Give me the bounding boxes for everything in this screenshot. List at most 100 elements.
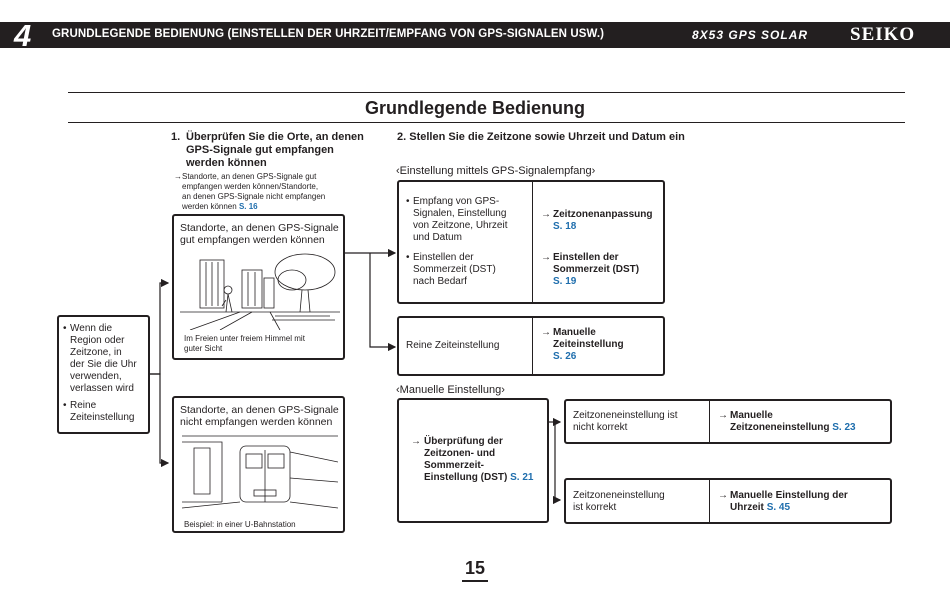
section-title: GRUNDLEGENDE BEDIENUNG (EINSTELLEN DER U… — [52, 28, 605, 40]
zone-correct-text: Zeitzoneneinstellung ist korrekt — [573, 490, 665, 514]
gps-item-line: Empfang von GPS- — [413, 196, 500, 207]
subway-station-illustration — [182, 435, 338, 509]
note-line: Standorte, an denen GPS-Signale gut — [182, 172, 317, 181]
gps-item-line: Signalen, Einstellung — [413, 208, 507, 219]
page-number-underline — [462, 580, 488, 582]
page-link[interactable]: S. 16 — [238, 202, 258, 211]
start-item-line: der Sie die Uhr — [70, 359, 137, 370]
gps-item-line: nach Bedarf — [413, 276, 467, 287]
bad-reception-title: Standorte, an denen GPS-Signale nicht em… — [180, 404, 339, 428]
start-item-line: Reine — [70, 400, 97, 411]
target-label: Zeiteinstellung — [553, 339, 624, 350]
step1-number: 1. — [171, 131, 181, 143]
gps-item-line: von Zeitzone, Uhrzeit — [413, 220, 508, 231]
chapter-number: 4 — [14, 18, 32, 53]
brand-logo: SEIKO — [850, 24, 916, 45]
manual-section-label: ‹Manuelle Einstellung› — [396, 384, 505, 396]
header-bar: 4 GRUNDLEGENDE BEDIENUNG (EINSTELLEN DER… — [0, 18, 950, 53]
caption-line: guter Sicht — [184, 344, 223, 353]
page-number: 15 — [464, 558, 486, 578]
note-line: empfangen werden können/Standorte, — [182, 182, 319, 191]
text-line: Zeitzoneneinstellung ist — [573, 410, 678, 421]
box-divider — [532, 318, 533, 374]
start-item: Reine Zeiteinstellung — [63, 400, 144, 424]
arrow-right-icon: → — [541, 252, 551, 263]
target-label: Zeitzoneneinstellung — [730, 422, 830, 433]
page-title: Grundlegende Bedienung — [364, 98, 585, 118]
step1-heading-line: werden können — [186, 157, 267, 169]
arrow-right-icon: → — [541, 209, 551, 220]
start-item-line: Region oder — [70, 335, 125, 346]
manual-section-label-text: Manuelle Einstellung — [399, 384, 502, 396]
start-item-line: Wenn die — [70, 323, 113, 334]
gps-item-reception: Empfang von GPS- Signalen, Einstellung v… — [406, 196, 535, 244]
step1-heading: 1. Überprüfen Sie die Orte, an denen GPS… — [171, 131, 371, 170]
arrow-right-icon: → — [174, 172, 182, 181]
page-link[interactable]: S. 23 — [832, 422, 856, 433]
title-line: nicht empfangen werden können — [180, 416, 333, 428]
text-line: Zeitzoneneinstellung — [573, 490, 665, 501]
box-divider — [709, 480, 710, 522]
page-link[interactable]: S. 26 — [553, 351, 577, 362]
title-rule-top — [68, 92, 905, 93]
good-reception-box: Standorte, an denen GPS-Signale gut empf… — [172, 214, 345, 360]
target-check-zone-dst[interactable]: → Überprüfung der Zeitzonen- und Sommerz… — [411, 436, 533, 484]
page-link[interactable]: S. 18 — [553, 221, 577, 232]
step2-heading-text: Stellen Sie die Zeitzone sowie Uhrzeit u… — [409, 131, 685, 143]
title-line: Standorte, an denen GPS-Signale — [180, 222, 339, 234]
gps-setting-box: Empfang von GPS- Signalen, Einstellung v… — [397, 180, 665, 304]
target-label: Sommerzeit- — [424, 460, 485, 471]
gps-item-line: Sommerzeit (DST) — [413, 264, 496, 275]
bad-reception-caption: Beispiel: in einer U-Bahnstation — [184, 520, 296, 529]
target-dst-setting[interactable]: → Einstellen der Sommerzeit (DST) S. 19 — [541, 252, 639, 288]
page-link[interactable]: S. 21 — [510, 472, 534, 483]
gps-section-label-text: Einstellung mittels GPS-Signalempfang — [399, 165, 592, 177]
start-item-line: verlassen wird — [70, 383, 134, 394]
target-label: Zeitzonen- und — [424, 448, 496, 459]
target-manual-time[interactable]: → Manuelle Zeiteinstellung S. 26 — [541, 327, 624, 363]
manual-check-box: → Überprüfung der Zeitzonen- und Sommerz… — [397, 398, 549, 523]
target-manual-zone[interactable]: → Manuelle Zeitzoneneinstellung S. 23 — [718, 410, 856, 434]
target-label: Einstellung (DST) — [424, 472, 508, 483]
page-link[interactable]: S. 45 — [766, 502, 791, 513]
step1-heading-line: Überprüfen Sie die Orte, an denen — [186, 131, 364, 143]
step2-heading: 2. Stellen Sie die Zeitzone sowie Uhrzei… — [397, 131, 685, 144]
step2-number: 2. — [397, 131, 407, 143]
caption-line: Im Freien unter freiem Himmel mit — [184, 334, 305, 343]
gps-item-line: und Datum — [413, 232, 462, 243]
arrow-right-icon: → — [541, 327, 551, 338]
zone-incorrect-text: Zeitzoneneinstellung ist nicht korrekt — [573, 410, 678, 434]
gps-section-label: ‹Einstellung mittels GPS-Signalempfang› — [396, 165, 596, 177]
target-label: Einstellen der — [553, 252, 619, 263]
zone-incorrect-box: Zeitzoneneinstellung ist nicht korrekt →… — [564, 399, 892, 444]
start-item-line: verwenden, — [70, 371, 122, 382]
gps-item-dst: Einstellen der Sommerzeit (DST) nach Bed… — [406, 252, 535, 288]
note-line: werden können — [182, 202, 237, 211]
text-line: ist korrekt — [573, 502, 617, 513]
arrow-right-icon: → — [718, 410, 728, 421]
target-time-zone-adjust[interactable]: → Zeitzonenanpassung S. 18 — [541, 209, 652, 233]
target-label: Sommerzeit (DST) — [553, 264, 640, 275]
title-rule-bottom — [68, 122, 905, 123]
start-box: Wenn die Region oder Zeitzone, in der Si… — [57, 315, 150, 434]
page-link[interactable]: S. 19 — [553, 276, 577, 287]
arrow-right-icon: → — [411, 436, 421, 447]
arrow-right-icon: → — [718, 490, 728, 501]
step1-heading-line: GPS-Signale gut empfangen — [186, 144, 334, 156]
good-reception-caption: Im Freien unter freiem Himmel mit guter … — [184, 334, 305, 354]
start-item-line: Zeitzone, in — [70, 347, 122, 358]
target-label: Uhrzeit — [730, 502, 764, 513]
outdoor-city-illustration — [180, 253, 340, 330]
zone-correct-box: Zeitzoneneinstellung ist korrekt → Manue… — [564, 478, 892, 524]
time-only-box: Reine Zeiteinstellung → Manuelle Zeitein… — [397, 316, 665, 376]
target-manual-time-setting[interactable]: → Manuelle Einstellung der Uhrzeit S. 45 — [718, 490, 848, 514]
model-name: 8X53 GPS SOLAR — [692, 28, 809, 42]
start-item: Wenn die Region oder Zeitzone, in der Si… — [63, 323, 144, 395]
time-only-text: Reine Zeiteinstellung — [406, 340, 500, 351]
step1-note: → Standorte, an denen GPS-Signale gut em… — [174, 172, 349, 212]
target-label: Manuelle Einstellung der — [730, 490, 848, 501]
target-label: Manuelle — [730, 410, 773, 421]
gps-item-line: Einstellen der — [413, 252, 474, 263]
target-label: Zeitzonenanpassung — [553, 209, 653, 220]
